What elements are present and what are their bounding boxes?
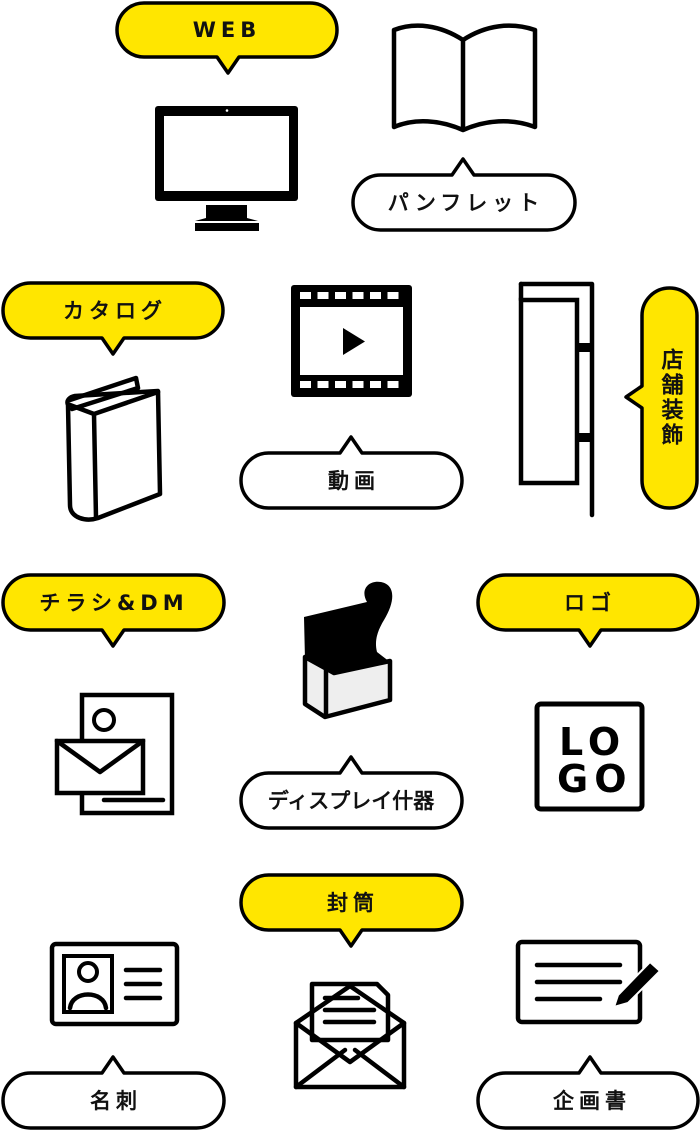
film-sprocket-hole <box>370 381 381 388</box>
label-catalog: カタログ <box>63 299 167 323</box>
book-icon <box>65 375 163 522</box>
bubble-logo: ロゴ <box>476 573 700 648</box>
film-sprocket-hole <box>335 292 346 299</box>
film-play-icon <box>291 285 412 397</box>
bubble-envelope: 封筒 <box>239 873 464 948</box>
film-sprocket-hole <box>300 381 311 388</box>
label-envelope: 封筒 <box>327 891 379 915</box>
signboard-icon <box>518 281 595 518</box>
bubble-pamphlet: パンフレット <box>351 157 577 232</box>
flyer-mail-icon <box>54 692 175 816</box>
film-sprocket-hole <box>317 381 329 388</box>
bubble-web: WEB <box>115 1 339 75</box>
film-sprocket-hole <box>387 381 399 388</box>
label-business-card: 名刺 <box>90 1089 142 1113</box>
film-sprocket-hole <box>317 292 329 299</box>
bubble-display: ディスプレイ什器 <box>239 755 464 830</box>
envelope-icon <box>293 981 407 1090</box>
label-logo: ロゴ <box>564 591 616 615</box>
logo-text-line1: LO <box>559 720 626 764</box>
display-stand-icon <box>302 581 393 720</box>
label-display: ディスプレイ什器 <box>268 789 436 813</box>
label-store-decor: 店舗装飾 <box>658 348 685 448</box>
film-sprocket-hole <box>335 381 346 388</box>
label-video: 動画 <box>328 469 380 493</box>
monitor-icon <box>155 106 298 231</box>
film-sprocket-hole <box>352 292 364 299</box>
proposal-icon <box>515 939 662 1025</box>
bubble-video: 動画 <box>239 435 464 510</box>
bubble-proposal: 企画書 <box>476 1055 700 1130</box>
bubble-store-decor: 店舗装飾 <box>624 286 699 510</box>
label-flyer-dm: チラシ&DM <box>39 591 188 615</box>
open-book-icon <box>391 23 538 133</box>
logo-text-line2: GO <box>557 757 633 801</box>
bubble-catalog: カタログ <box>1 281 225 356</box>
bubble-business-card: 名刺 <box>1 1055 226 1130</box>
label-pamphlet: パンフレット <box>388 191 544 215</box>
film-sprocket-hole <box>370 292 381 299</box>
label-web: WEB <box>193 18 262 42</box>
film-sprocket-hole <box>387 292 399 299</box>
bubble-flyer-dm: チラシ&DM <box>1 573 226 648</box>
business-card-icon <box>49 941 180 1027</box>
logo-icon: LO GO <box>534 701 645 812</box>
film-sprocket-hole <box>300 292 311 299</box>
label-proposal: 企画書 <box>552 1089 631 1113</box>
film-sprocket-hole <box>352 381 364 388</box>
